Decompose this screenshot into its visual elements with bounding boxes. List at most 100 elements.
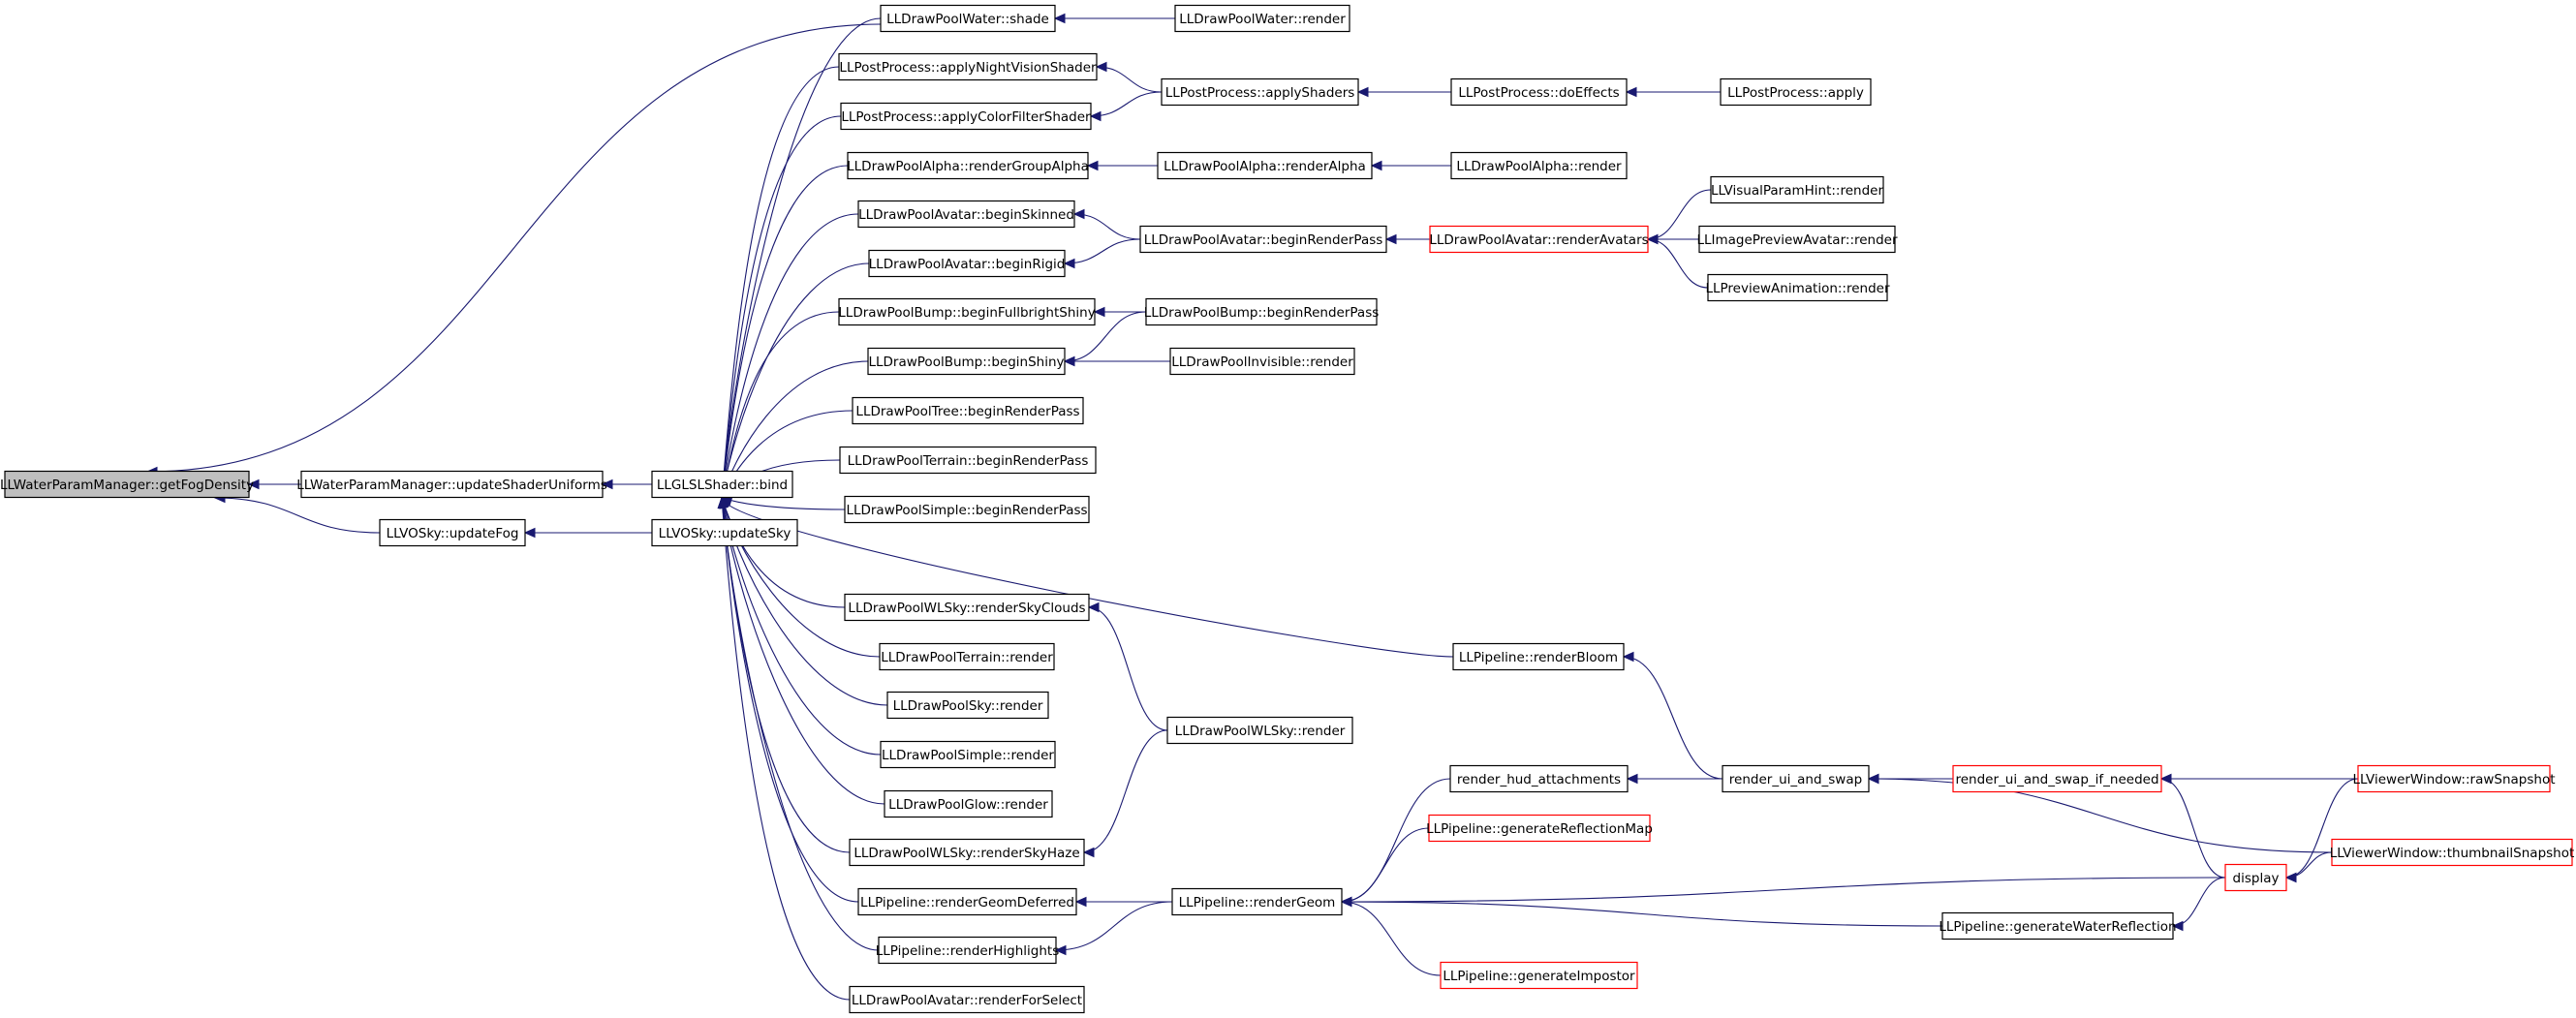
- node-lldrawpoolterrain-beginrenderpass[interactable]: LLDrawPoolTerrain::beginRenderPass: [839, 446, 1097, 475]
- node-lldrawpoolalpha-render[interactable]: LLDrawPoolAlpha::render: [1450, 151, 1628, 180]
- node-llvosky-updatesky[interactable]: LLVOSky::updateSky: [651, 518, 798, 547]
- node-box: [879, 642, 1055, 671]
- node-lldrawpoolglow-render[interactable]: LLDrawPoolGlow::render: [884, 789, 1053, 818]
- node-box: [847, 151, 1089, 180]
- node-label: LLDrawPoolBump::beginFullbrightShiny: [838, 305, 1095, 321]
- node-render-ui-and-swap-if-needed[interactable]: render_ui_and_swap_if_needed: [1952, 764, 2162, 793]
- edge-vwTS-to-disp: [2284, 851, 2333, 883]
- node-label: LLDrawPoolWLSky::renderSkyClouds: [848, 601, 1085, 616]
- edge-invR-to-bBS: [1063, 355, 1170, 367]
- node-lldrawpoolavatar-renderforselect[interactable]: LLDrawPoolAvatar::renderForSelect: [849, 985, 1085, 1014]
- edge-vwRS-to-disp: [2284, 778, 2359, 883]
- node-display[interactable]: display: [2224, 863, 2287, 892]
- edge-ruas-to-rhud: [1626, 773, 1723, 785]
- node-llpreviewanimation-render[interactable]: LLPreviewAnimation::render: [1705, 273, 1890, 302]
- node-lldrawpoolterrain-render[interactable]: LLDrawPoolTerrain::render: [879, 642, 1055, 671]
- node-lldrawpoolavatar-beginskinned[interactable]: LLDrawPoolAvatar::beginSkinned: [857, 200, 1075, 229]
- node-llviewerwindow-rawsnapshot[interactable]: LLViewerWindow::rawSnapshot: [2352, 764, 2556, 793]
- edge-ppAS-to-ppNV: [1095, 61, 1163, 93]
- edge-pa-to-avRA: [1646, 233, 1709, 289]
- node-box: [1169, 347, 1355, 376]
- node-label: LLImagePreviewAvatar::render: [1696, 232, 1898, 248]
- node-box: [840, 102, 1092, 131]
- node-lldrawpoolavatar-beginrigid[interactable]: LLDrawPoolAvatar::beginRigid: [868, 249, 1066, 278]
- node-box: [1428, 814, 1651, 843]
- edge-disp-to-ruasin: [2159, 773, 2226, 879]
- node-llwaterparammanager-updateshaderuniforms[interactable]: LLWaterParamManager::updateShaderUniform…: [296, 470, 607, 499]
- node-box: [1449, 764, 1629, 793]
- node-render-ui-and-swap[interactable]: render_ui_and_swap: [1722, 764, 1870, 793]
- node-label: LLVisualParamHint::render: [1711, 183, 1883, 199]
- node-llpipeline-generateimpostor[interactable]: LLPipeline::generateImpostor: [1440, 961, 1638, 990]
- node-lldrawpoolsimple-beginrenderpass[interactable]: LLDrawPoolSimple::beginRenderPass: [844, 495, 1090, 524]
- node-render-hud-attachments[interactable]: render_hud_attachments: [1449, 764, 1629, 793]
- node-llpipeline-renderbloom[interactable]: LLPipeline::renderBloom: [1452, 642, 1625, 671]
- node-llwaterparammanager-getfogdensity[interactable]: LLWaterParamManager::getFogDensity: [0, 470, 254, 499]
- node-lldrawpoolwlsky-renderskyhaze[interactable]: LLDrawPoolWLSky::renderSkyHaze: [849, 838, 1085, 867]
- node-lldrawpoolbump-beginfullbrightshiny[interactable]: LLDrawPoolBump::beginFullbrightShiny: [838, 297, 1096, 326]
- node-lldrawpoolwlsky-renderskyclouds[interactable]: LLDrawPoolWLSky::renderSkyClouds: [844, 593, 1090, 622]
- node-box: [1722, 764, 1870, 793]
- edge-wShade-to-root: [145, 23, 882, 478]
- node-label: LLVOSky::updateFog: [387, 526, 519, 541]
- node-lldrawpoolinvisible-render[interactable]: LLDrawPoolInvisible::render: [1169, 347, 1355, 376]
- node-lldrawpoolavatar-beginrenderpass[interactable]: LLDrawPoolAvatar::beginRenderPass: [1139, 225, 1387, 254]
- edge-wRender-to-wShade: [1053, 13, 1175, 24]
- node-llviewerwindow-thumbnailsnapshot[interactable]: LLViewerWindow::thumbnailSnapshot: [2330, 838, 2575, 867]
- node-llpostprocess-applynightvisionshader[interactable]: LLPostProcess::applyNightVisionShader: [838, 52, 1098, 81]
- node-box: [849, 985, 1085, 1014]
- edge-disp-to-pGWR: [2171, 877, 2226, 932]
- node-llvisualparamhint-render[interactable]: LLVisualParamHint::render: [1710, 175, 1884, 204]
- node-label: LLDrawPoolTerrain::render: [881, 650, 1053, 665]
- node-llpipeline-rendergeom[interactable]: LLPipeline::renderGeom: [1171, 887, 1343, 916]
- node-box: [1145, 297, 1378, 326]
- node-label: LLGLSLShader::bind: [657, 478, 788, 493]
- node-llpostprocess-applycolorfiltershader[interactable]: LLPostProcess::applyColorFilterShader: [840, 102, 1092, 131]
- node-lldrawpoolbump-beginshiny[interactable]: LLDrawPoolBump::beginShiny: [867, 347, 1066, 376]
- edge-pRG-to-pRGD: [1074, 896, 1172, 908]
- node-llpipeline-rendergeomdeferred[interactable]: LLPipeline::renderGeomDeferred: [857, 887, 1077, 916]
- node-label: LLPostProcess::applyShaders: [1165, 85, 1355, 101]
- node-box: [884, 789, 1053, 818]
- node-lldrawpoolalpha-rendergroupalpha[interactable]: LLDrawPoolAlpha::renderGroupAlpha: [847, 151, 1089, 180]
- node-lldrawpoolwlsky-render[interactable]: LLDrawPoolWLSky::render: [1166, 716, 1353, 745]
- node-box: [1166, 716, 1353, 745]
- node-llpostprocess-apply[interactable]: LLPostProcess::apply: [1720, 77, 1872, 107]
- node-lldrawpoolwater-shade[interactable]: LLDrawPoolWater::shade: [880, 4, 1056, 33]
- edge-avBRP-to-avBS: [1072, 208, 1141, 240]
- node-box: [852, 396, 1084, 425]
- edge-wlR-to-wlRSC: [1087, 602, 1168, 731]
- node-llpostprocess-applyshaders[interactable]: LLPostProcess::applyShaders: [1161, 77, 1359, 107]
- node-lldrawpoolbump-beginrenderpass[interactable]: LLDrawPoolBump::beginRenderPass: [1144, 297, 1380, 326]
- node-lldrawpoolwater-render[interactable]: LLDrawPoolWater::render: [1174, 4, 1350, 33]
- node-label: LLDrawPoolAvatar::beginRigid: [869, 257, 1066, 272]
- node-llglslshader-bind[interactable]: LLGLSLShader::bind: [651, 470, 793, 499]
- node-box: [651, 470, 793, 499]
- node-box: [857, 200, 1075, 229]
- node-box: [1452, 642, 1625, 671]
- node-label: LLDrawPoolAvatar::beginRenderPass: [1144, 232, 1383, 248]
- node-box: [838, 52, 1098, 81]
- node-lldrawpoolalpha-renderalpha[interactable]: LLDrawPoolAlpha::renderAlpha: [1157, 151, 1373, 180]
- node-label: LLViewerWindow::rawSnapshot: [2352, 772, 2555, 787]
- node-box: [1440, 961, 1638, 990]
- node-llpipeline-generatewaterreflection[interactable]: LLPipeline::generateWaterReflection: [1939, 911, 2177, 941]
- node-llpipeline-renderhighlights[interactable]: LLPipeline::renderHighlights: [876, 936, 1060, 965]
- node-lldrawpoolsky-render[interactable]: LLDrawPoolSky::render: [886, 691, 1049, 720]
- node-box: [4, 470, 250, 499]
- edge-simBRP-to-bind: [720, 495, 846, 510]
- node-label: LLDrawPoolBump::beginShiny: [868, 355, 1064, 370]
- node-box: [1161, 77, 1359, 107]
- node-label: LLDrawPoolWLSky::renderSkyHaze: [853, 846, 1079, 861]
- node-llpostprocess-doeffects[interactable]: LLPostProcess::doEffects: [1450, 77, 1628, 107]
- edge-pGRM-to-pRG: [1340, 827, 1430, 908]
- node-llimagepreviewavatar-render[interactable]: LLImagePreviewAvatar::render: [1696, 225, 1898, 254]
- node-box: [2331, 838, 2573, 867]
- node-label: LLWaterParamManager::getFogDensity: [0, 478, 254, 493]
- node-lldrawpoolavatar-renderavatars[interactable]: LLDrawPoolAvatar::renderAvatars: [1429, 225, 1649, 254]
- node-lldrawpooltree-beginrenderpass[interactable]: LLDrawPoolTree::beginRenderPass: [852, 396, 1084, 425]
- edge-updFog-to-root: [213, 492, 381, 534]
- node-llpipeline-generatereflectionmap[interactable]: LLPipeline::generateReflectionMap: [1426, 814, 1653, 843]
- node-lldrawpoolsimple-render[interactable]: LLDrawPoolSimple::render: [880, 740, 1056, 769]
- node-llvosky-updatefog[interactable]: LLVOSky::updateFog: [379, 518, 526, 547]
